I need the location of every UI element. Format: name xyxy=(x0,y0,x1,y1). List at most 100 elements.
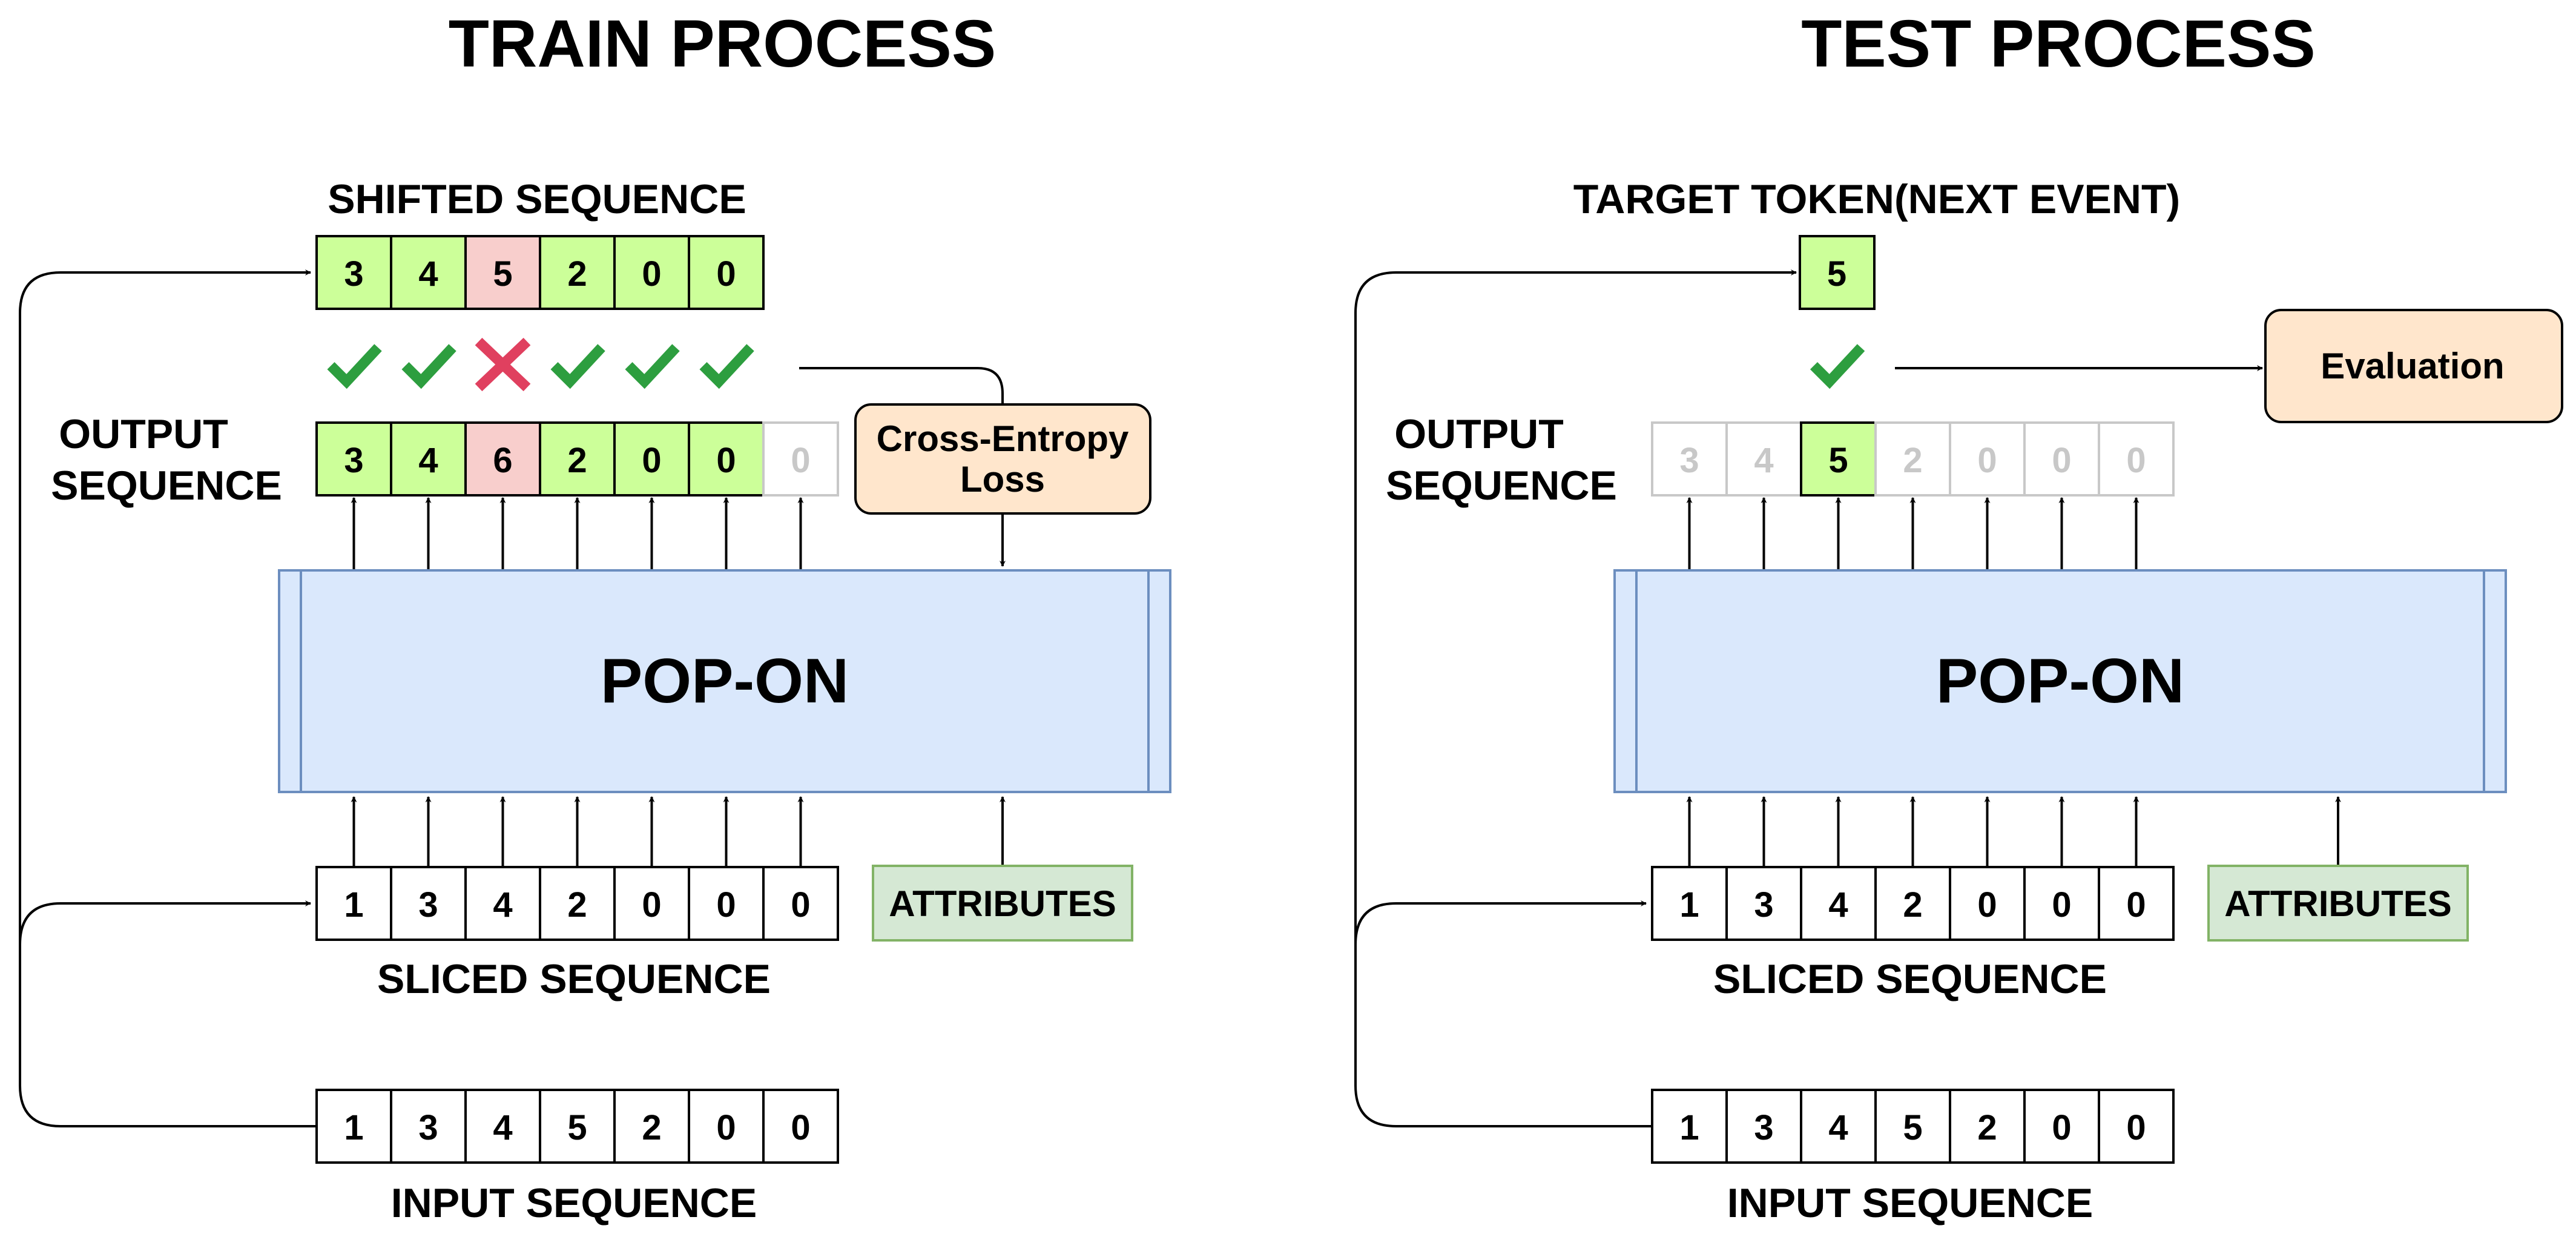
train-output-label-line1: OUTPUT xyxy=(59,411,228,457)
train-output-cell: 0 xyxy=(688,421,765,497)
test-sliced-cell-value: 2 xyxy=(1903,885,1922,925)
test-target-value: 5 xyxy=(1827,254,1846,294)
train-sliced-cell-value: 1 xyxy=(344,885,363,925)
train-shifted-label: SHIFTED SEQUENCE xyxy=(328,176,746,222)
train-input-cell: 5 xyxy=(539,1089,616,1164)
test-sliced-cell-value: 0 xyxy=(2126,885,2146,925)
test-input-cell-value: 0 xyxy=(2052,1108,2071,1147)
train-sliced-cell: 0 xyxy=(762,866,839,941)
check-icon xyxy=(699,344,754,389)
test-sliced-cell-value: 1 xyxy=(1679,885,1699,925)
test-input-cell: 4 xyxy=(1800,1089,1877,1164)
test-sliced-cell: 0 xyxy=(2023,866,2100,941)
train-input-label: INPUT SEQUENCE xyxy=(391,1180,757,1226)
train-input-to-shifted-loop xyxy=(19,269,317,1127)
test-output-cell-value: 0 xyxy=(2052,441,2071,480)
train-shifted-cell-value: 5 xyxy=(493,254,512,294)
train-output-cell: 0 xyxy=(613,421,690,497)
train-sliced-cell-value: 4 xyxy=(493,885,512,925)
test-output-cell: 5 xyxy=(1800,421,1877,497)
train-model-label: POP-ON xyxy=(601,646,849,716)
test-check-row xyxy=(1810,344,1865,389)
test-output-cell: 2 xyxy=(1874,421,1951,497)
test-input-cell-value: 5 xyxy=(1903,1108,1922,1147)
train-output-cell-value: 0 xyxy=(642,441,661,480)
test-output-cell: 0 xyxy=(2098,421,2175,497)
train-model-input-arrows xyxy=(351,796,804,866)
train-output-cell-value: 3 xyxy=(344,441,363,480)
test-output-cell: 3 xyxy=(1651,421,1728,497)
train-shifted-cell-value: 4 xyxy=(418,254,438,294)
train-input-cell-value: 0 xyxy=(716,1108,736,1147)
test-sliced-cell: 0 xyxy=(1949,866,2026,941)
test-model-input-arrows xyxy=(1686,796,2140,866)
train-input-cell-value: 3 xyxy=(418,1108,438,1147)
test-sliced-cell: 2 xyxy=(1874,866,1951,941)
train-output-cell: 6 xyxy=(464,421,541,497)
test-sliced-cell-value: 0 xyxy=(2052,885,2071,925)
train-sliced-cell-value: 0 xyxy=(642,885,661,925)
test-model-block: POP-ON xyxy=(1613,569,2507,793)
check-icon xyxy=(401,344,456,389)
test-sliced-cell-value: 0 xyxy=(1977,885,1997,925)
test-input-cell: 3 xyxy=(1725,1089,1802,1164)
train-sliced-cell: 0 xyxy=(688,866,765,941)
train-input-cell: 2 xyxy=(613,1089,690,1164)
test-input-cell-value: 2 xyxy=(1977,1108,1997,1147)
cross-icon xyxy=(475,337,531,392)
train-output-cell-value: 4 xyxy=(418,441,438,480)
train-input-cell: 3 xyxy=(390,1089,467,1164)
train-input-cell-value: 4 xyxy=(493,1108,512,1147)
train-sliced-cell-value: 0 xyxy=(716,885,736,925)
test-sliced-cell-value: 3 xyxy=(1754,885,1773,925)
train-sliced-cell-value: 2 xyxy=(567,885,587,925)
train-shifted-cell: 3 xyxy=(315,235,392,310)
train-shifted-cell-value: 2 xyxy=(567,254,587,294)
test-sliced-cell: 0 xyxy=(2098,866,2175,941)
train-input-cell-value: 1 xyxy=(344,1108,363,1147)
test-output-label-line2: SEQUENCE xyxy=(1386,463,1617,509)
train-title: TRAIN PROCESS xyxy=(449,7,996,81)
test-sliced-cell: 4 xyxy=(1800,866,1877,941)
train-shifted-cell: 0 xyxy=(688,235,765,310)
evaluation-label: Evaluation xyxy=(2321,346,2504,386)
train-shifted-cell-value: 3 xyxy=(344,254,363,294)
train-shifted-cell: 4 xyxy=(390,235,467,310)
train-input-cell-value: 5 xyxy=(567,1108,587,1147)
checks-to-loss-connector xyxy=(799,367,1004,404)
test-output-cell: 0 xyxy=(1949,421,2026,497)
loss-box: Cross-Entropy Loss xyxy=(854,403,1151,515)
train-sliced-cell: 0 xyxy=(613,866,690,941)
test-sliced-cell: 1 xyxy=(1651,866,1728,941)
test-sliced-label: SLICED SEQUENCE xyxy=(1713,956,2107,1002)
test-output-cell-value: 4 xyxy=(1754,441,1773,480)
test-input-cell-value: 0 xyxy=(2126,1108,2146,1147)
train-input-cell: 0 xyxy=(762,1089,839,1164)
test-output-cell-value: 2 xyxy=(1903,441,1922,480)
train-output-cell-value: 6 xyxy=(493,441,512,480)
train-sliced-cell: 2 xyxy=(539,866,616,941)
train-input-cell: 1 xyxy=(315,1089,392,1164)
test-attributes-box: ATTRIBUTES xyxy=(2207,865,2469,942)
test-output-label-line1: OUTPUT xyxy=(1394,411,1564,457)
train-sliced-label: SLICED SEQUENCE xyxy=(377,956,771,1002)
check-icon xyxy=(550,344,605,389)
test-attributes-label: ATTRIBUTES xyxy=(2224,883,2452,924)
train-sliced-cell: 4 xyxy=(464,866,541,941)
test-input-cell-value: 1 xyxy=(1679,1108,1699,1147)
check-icon xyxy=(327,344,382,389)
train-shifted-cell: 0 xyxy=(613,235,690,310)
train-output-cell: 3 xyxy=(315,421,392,497)
train-model-block: POP-ON xyxy=(278,569,1171,793)
test-output-cell-value: 3 xyxy=(1679,441,1699,480)
train-sliced-cell: 1 xyxy=(315,866,392,941)
train-shifted-cell: 5 xyxy=(464,235,541,310)
train-output-cell: 0 xyxy=(762,421,839,497)
